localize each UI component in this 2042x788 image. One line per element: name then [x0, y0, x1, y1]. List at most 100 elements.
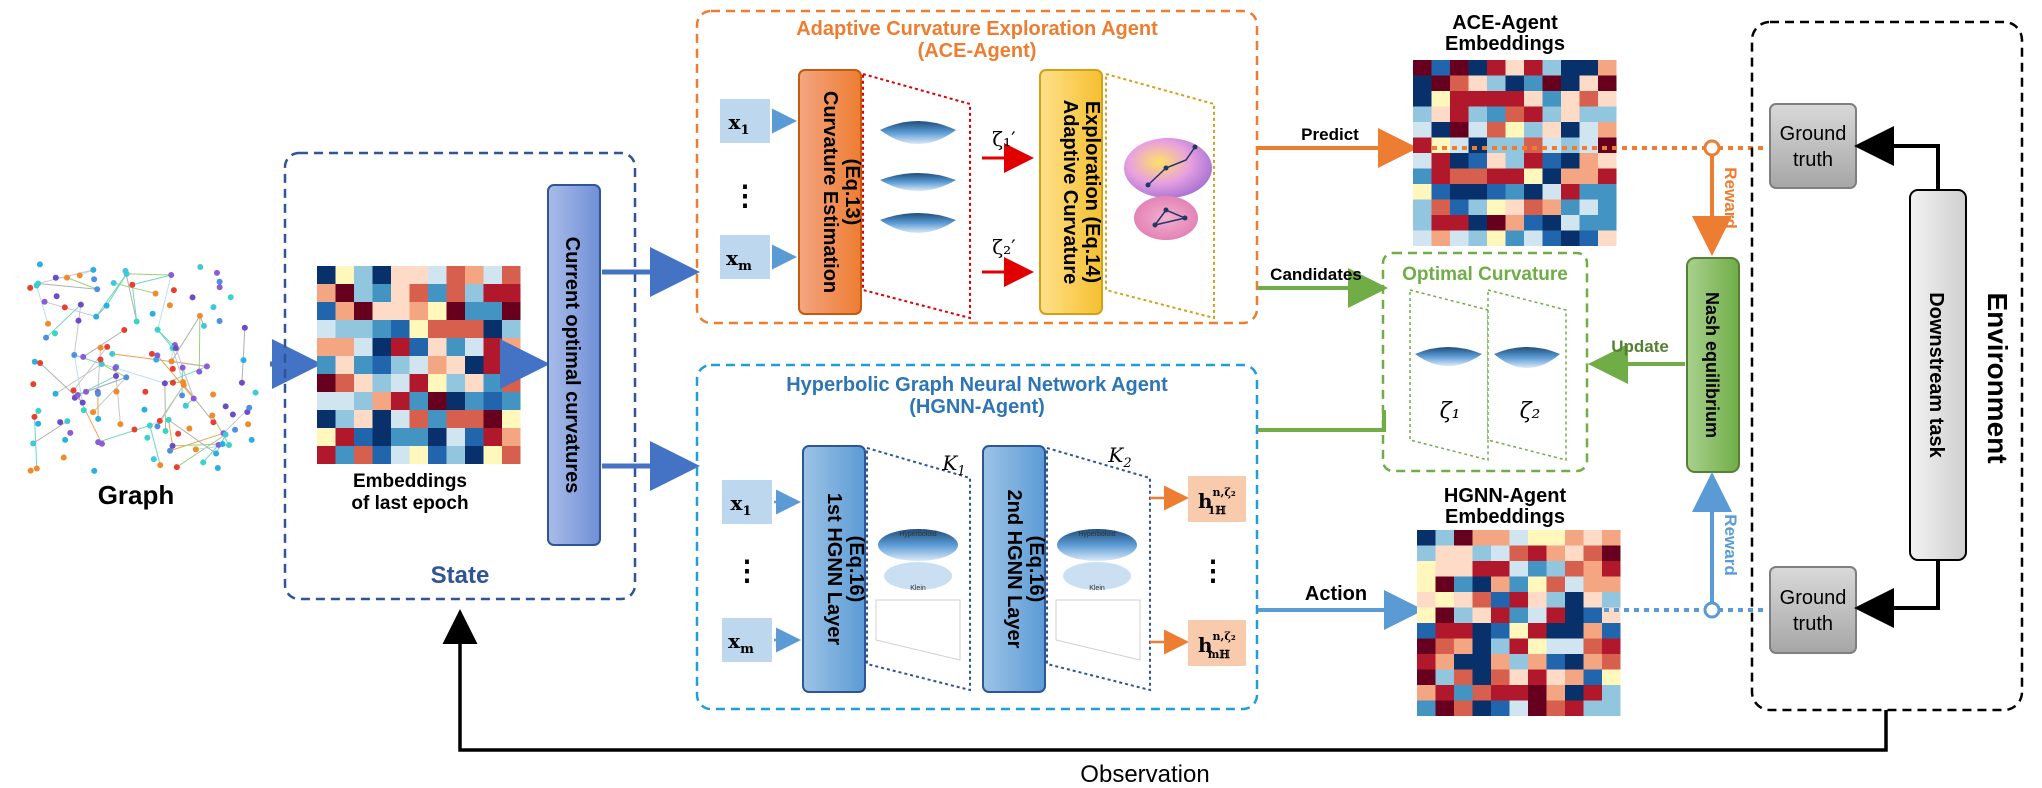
optimal-zeta1: ζ₁: [1440, 399, 1461, 424]
heatmap-cell: [409, 410, 428, 428]
heatmap-cell: [354, 392, 373, 410]
graph-edge: [82, 329, 125, 358]
heatmap-cell: [1472, 638, 1491, 654]
graph-node: [166, 302, 173, 309]
heatmap-cell: [409, 428, 428, 446]
graph-node: [144, 434, 151, 441]
curvature-estimation-label-1: Curvature Estimation: [819, 91, 841, 293]
heatmap-cell: [1413, 153, 1432, 169]
graph-node: [203, 363, 210, 370]
heatmap-cell: [1542, 122, 1561, 138]
predict-label: Predict: [1301, 125, 1359, 144]
heatmap-cell: [1565, 576, 1584, 592]
heatmap-cell: [483, 392, 502, 410]
heatmap-cell: [1579, 168, 1598, 184]
heatmap-cell: [409, 284, 428, 302]
graph-edge: [98, 425, 151, 443]
heatmap-cell: [372, 446, 391, 464]
optimal-curvature-box: [1381, 251, 1589, 473]
graph-edge: [126, 273, 172, 276]
heatmap-cell: [1487, 153, 1506, 169]
downstream-to-gt-top-arrow: [1854, 126, 1940, 190]
heatmap-cell: [1542, 199, 1561, 215]
hgnn-title-1: Hyperbolic Graph Neural Network Agent: [786, 374, 1168, 396]
heatmap-cell: [1524, 137, 1543, 153]
heatmap-cell: [372, 410, 391, 428]
heatmap-cell: [483, 302, 502, 320]
heatmap-cell: [1528, 576, 1547, 592]
heatmap-cell: [1505, 137, 1524, 153]
heatmap-cell: [1524, 168, 1543, 184]
graph-node: [232, 426, 239, 433]
hgnn-title-2: (HGNN-Agent): [909, 396, 1045, 418]
heatmap-cell: [1565, 545, 1584, 561]
heatmap-cell: [1431, 168, 1450, 184]
heatmap-cell: [372, 266, 391, 284]
heatmap-cell: [1598, 75, 1617, 91]
heatmap-cell: [1565, 607, 1584, 623]
ace-title-2: (ACE-Agent): [918, 40, 1037, 62]
graph-node: [43, 334, 50, 341]
heatmap-cell: [1468, 153, 1487, 169]
graph-node: [173, 464, 180, 471]
graph-node: [142, 388, 149, 395]
ace-embeddings-heatmap: [1413, 60, 1617, 246]
heatmap-cell: [1579, 122, 1598, 138]
heatmap-cell: [317, 338, 336, 356]
graph-edge: [176, 434, 226, 468]
graph-node: [33, 465, 40, 472]
heatmap-cell: [391, 266, 410, 284]
graph-node: [70, 387, 77, 394]
graph-node: [246, 404, 253, 411]
heatmap-cell: [1602, 654, 1621, 670]
heatmap-cell: [335, 266, 354, 284]
heatmap-cell: [1524, 184, 1543, 200]
heatmap-cell: [1565, 623, 1584, 639]
heatmap-cell: [1491, 623, 1510, 639]
graph-node: [179, 364, 186, 371]
heatmap-cell: [1542, 215, 1561, 231]
environment-box: [1750, 20, 2024, 712]
heatmap-cell: [1472, 561, 1491, 577]
graph-node: [33, 282, 40, 289]
graph-edge: [113, 282, 156, 294]
heatmap-cell: [1546, 700, 1565, 716]
heatmap-cell: [1487, 230, 1506, 246]
graph-node: [214, 465, 221, 472]
graph-node: [27, 284, 34, 291]
heatmap-cell: [1450, 106, 1469, 122]
graph-node: [200, 322, 207, 329]
heatmap-cell: [1491, 685, 1510, 701]
graph-node: [123, 270, 130, 277]
heatmap-cell: [317, 302, 336, 320]
heatmap-cell: [409, 266, 428, 284]
heatmap-cell: [335, 392, 354, 410]
heatmap-cell: [372, 374, 391, 392]
hgnn-input-x1: [722, 480, 772, 524]
heatmap-cell: [465, 410, 484, 428]
graph-node: [93, 313, 100, 320]
heatmap-cell: [1468, 91, 1487, 107]
heatmap-cell: [483, 284, 502, 302]
environment-label: Environment: [1982, 292, 2013, 463]
heatmap-cell: [1505, 184, 1524, 200]
heatmap-cell: [465, 338, 484, 356]
heatmap-cell: [335, 374, 354, 392]
heatmap-cell: [1435, 685, 1454, 701]
graph-edge: [198, 315, 201, 372]
heatmap-cell: [1468, 60, 1487, 76]
graph-edge: [85, 376, 127, 393]
heatmap-cell: [1472, 545, 1491, 561]
k2-label: K2: [1107, 443, 1131, 471]
graph-node: [175, 430, 182, 437]
heatmap-cell: [1524, 91, 1543, 107]
heatmap-cell: [1546, 530, 1565, 546]
heatmap-cell: [446, 428, 465, 446]
graph-edge: [66, 277, 98, 290]
heatmap-cell: [428, 266, 447, 284]
ace-agent-box: [695, 9, 1259, 325]
heatmap-cell: [1602, 623, 1621, 639]
heatmap-cell: [1565, 685, 1584, 701]
heatmap-cell: [1509, 545, 1528, 561]
